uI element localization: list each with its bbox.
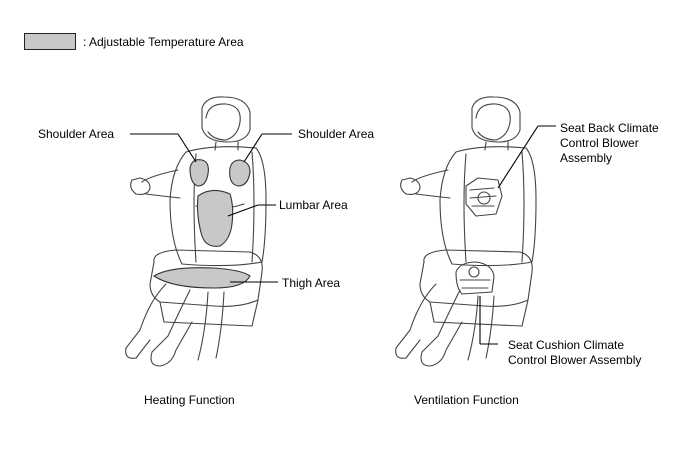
label-seat-back-blower-line1: Seat Back Climate — [560, 121, 659, 135]
leader-seat-back-blower-diag — [497, 125, 539, 189]
caption-ventilation-function: Ventilation Function — [414, 393, 519, 407]
label-seat-cushion-blower-line2: Control Blower Assembly — [508, 353, 642, 367]
heating-seat-illustration — [125, 96, 267, 367]
label-shoulder-area-right: Shoulder Area — [298, 127, 375, 141]
label-seat-back-blower-line3: Assembly — [560, 151, 613, 165]
leader-lumbar-diag — [227, 204, 259, 217]
label-seat-cushion-blower-line1: Seat Cushion Climate — [508, 338, 625, 352]
leader-shoulder-right-diag — [243, 133, 263, 163]
label-thigh-area: Thigh Area — [282, 276, 341, 290]
caption-heating-function: Heating Function — [144, 393, 235, 407]
leader-shoulder-left-diag — [177, 133, 197, 163]
legend-label: : Adjustable Temperature Area — [83, 35, 244, 49]
label-lumbar-area: Lumbar Area — [279, 198, 348, 212]
ventilation-seat-illustration — [395, 96, 537, 367]
label-shoulder-area-left: Shoulder Area — [38, 127, 115, 141]
legend-swatch — [24, 33, 76, 50]
label-seat-back-blower-line2: Control Blower — [560, 136, 639, 150]
